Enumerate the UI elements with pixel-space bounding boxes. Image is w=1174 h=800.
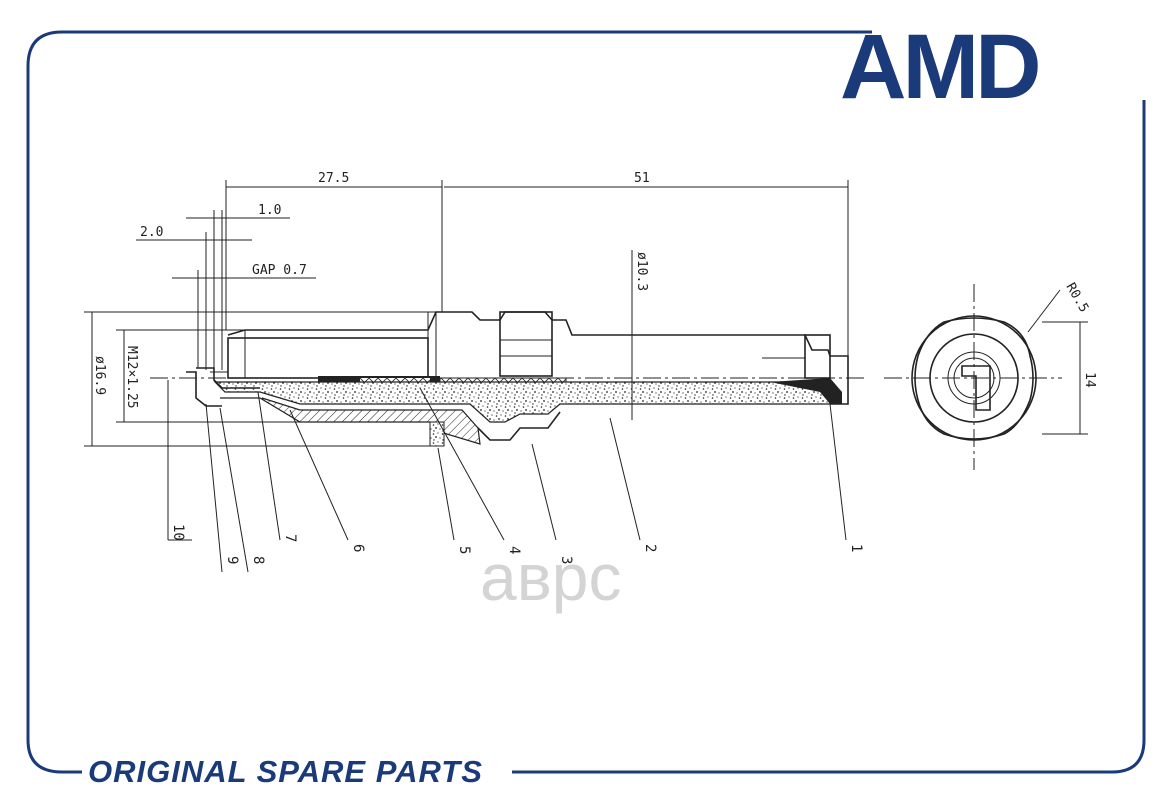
part-label-5: 5 [456, 546, 472, 554]
part-number-labels: 10 9 8 7 6 5 4 3 2 1 [170, 524, 864, 564]
dim-tip-offset: 2.0 [140, 225, 163, 240]
brand-tagline: ORIGINAL SPARE PARTS [88, 754, 483, 789]
dim-radius: R0.5 [1063, 281, 1092, 316]
page-frame [26, 30, 1146, 774]
dim-body-diameter: ø16.9 [92, 356, 107, 395]
spark-plug-end-view [884, 284, 1088, 470]
brand-logo: AMD [840, 16, 1038, 118]
dim-length-thread: 27.5 [318, 171, 349, 186]
part-label-4: 4 [506, 546, 522, 554]
part-label-8: 8 [250, 556, 266, 564]
dim-length-total: 51 [634, 171, 650, 186]
part-label-7: 7 [282, 534, 298, 542]
dim-gap: GAP 0.7 [252, 263, 307, 278]
dim-gap-step: 1.0 [258, 203, 281, 218]
watermark-text: аврс [480, 540, 621, 614]
dim-shank-diameter: ø10.3 [634, 252, 649, 291]
part-label-10: 10 [170, 524, 186, 541]
part-label-2: 2 [642, 544, 658, 552]
dim-hex-size: 14 [1082, 372, 1097, 388]
dimension-labels: 27.5 51 1.0 2.0 GAP 0.7 ø10.3 M12×1.25 ø… [92, 171, 1097, 409]
dimension-lines [84, 180, 849, 573]
part-label-9: 9 [224, 556, 240, 564]
spark-plug-side-view [150, 311, 868, 447]
part-label-6: 6 [350, 544, 366, 552]
dim-thread-spec: M12×1.25 [124, 346, 139, 409]
part-label-1: 1 [848, 544, 864, 552]
part-label-3: 3 [558, 556, 574, 564]
